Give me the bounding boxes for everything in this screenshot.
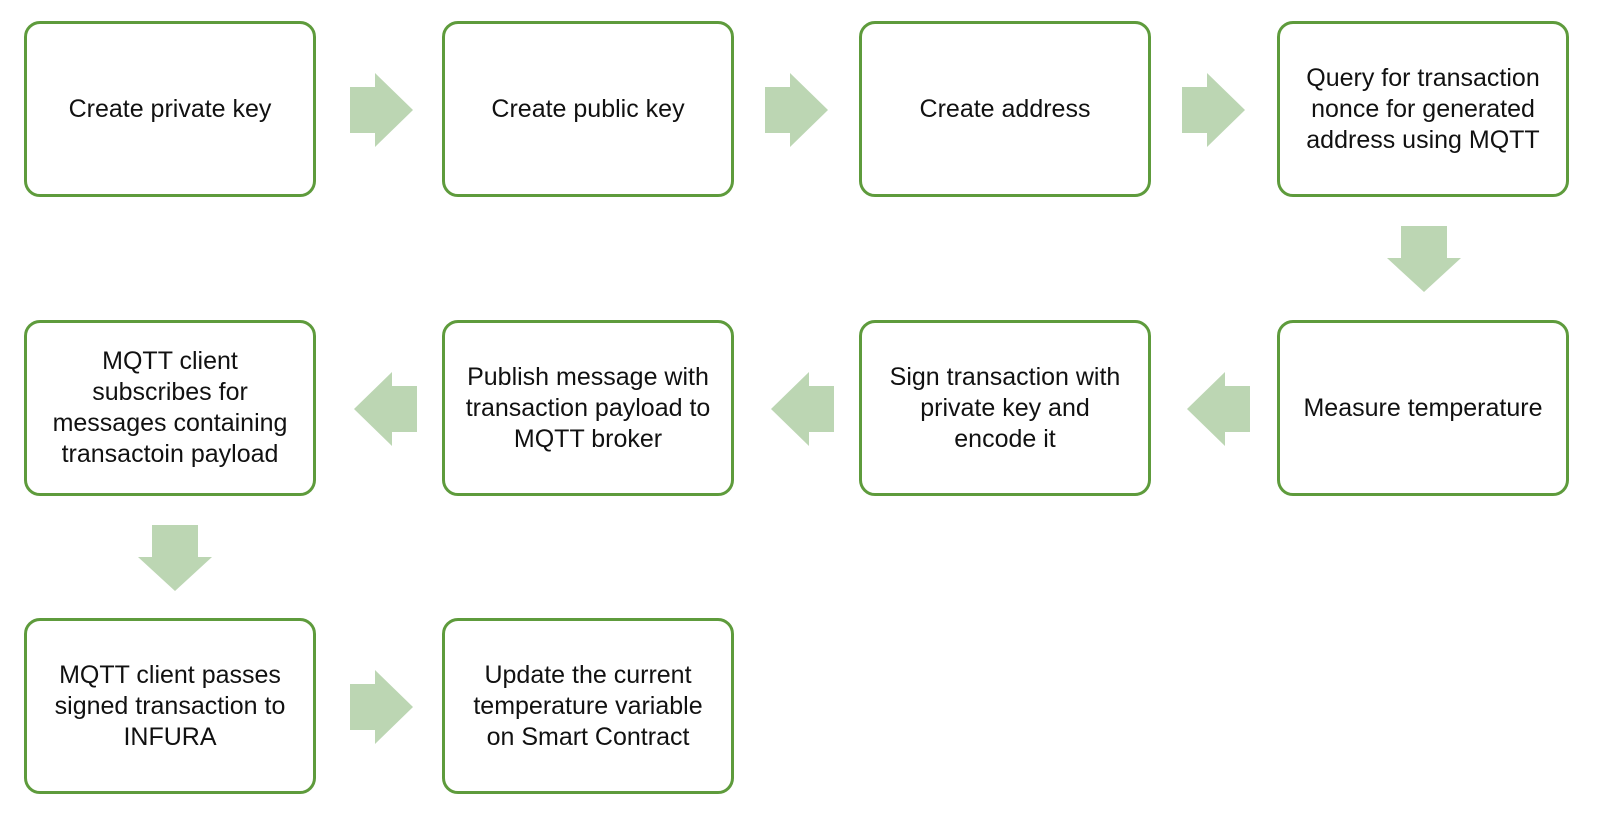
step-label: Create private key	[68, 94, 272, 123]
arrow-right-3	[1182, 73, 1245, 147]
step-label: Create address	[919, 94, 1091, 123]
arrow-left-2	[771, 372, 834, 446]
step-label: Create public key	[491, 94, 685, 123]
arrow-down-1	[1387, 226, 1461, 292]
arrow-right-1	[350, 73, 413, 147]
arrow-left-1	[1187, 372, 1250, 446]
step-sign-transaction: Sign transaction with private key and en…	[859, 320, 1151, 496]
step-create-address: Create address	[859, 21, 1151, 197]
step-mqtt-pass-to-infura: MQTT client passes signed transaction to…	[24, 618, 316, 794]
arrow-left-3	[354, 372, 417, 446]
step-label: Update the current temperature variable …	[473, 660, 703, 751]
step-label: Measure temperature	[1303, 393, 1543, 422]
step-mqtt-subscribe: MQTT client subscribes for messages cont…	[24, 320, 316, 496]
step-create-public-key: Create public key	[442, 21, 734, 197]
step-label: Sign transaction with private key and en…	[889, 362, 1121, 453]
arrow-right-2	[765, 73, 828, 147]
arrow-down-2	[138, 525, 212, 591]
step-label: MQTT client subscribes for messages cont…	[52, 347, 288, 468]
step-label: Query for transaction nonce for generate…	[1306, 63, 1540, 154]
step-create-private-key: Create private key	[24, 21, 316, 197]
step-update-smart-contract: Update the current temperature variable …	[442, 618, 734, 794]
step-query-nonce: Query for transaction nonce for generate…	[1277, 21, 1569, 197]
step-label: Publish message with transaction payload…	[465, 362, 711, 453]
arrow-right-4	[350, 670, 413, 744]
step-publish-message: Publish message with transaction payload…	[442, 320, 734, 496]
step-measure-temperature: Measure temperature	[1277, 320, 1569, 496]
step-label: MQTT client passes signed transaction to…	[54, 660, 286, 751]
